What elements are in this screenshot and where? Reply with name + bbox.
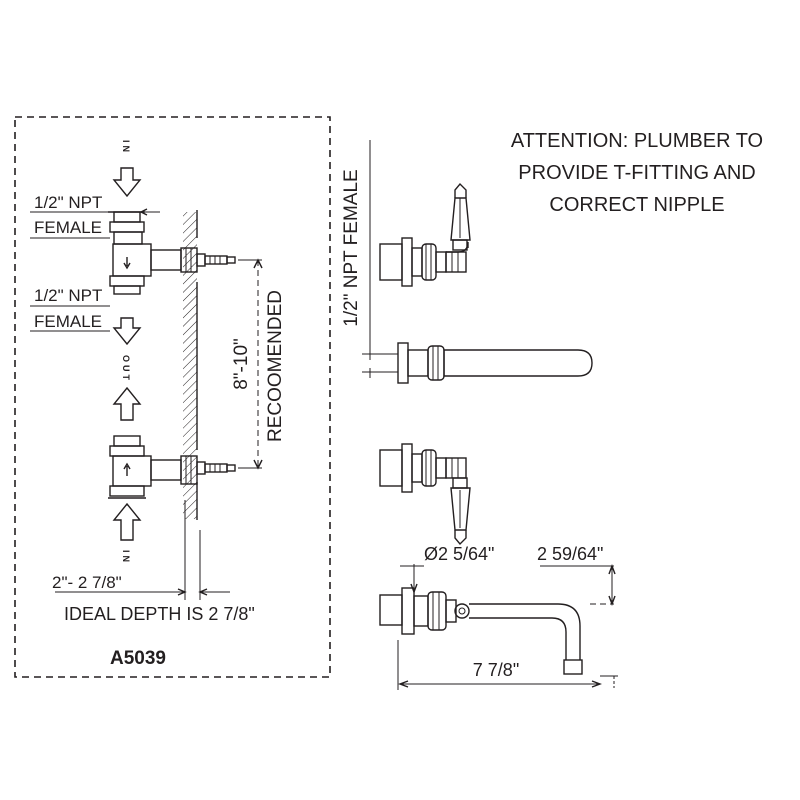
model-number: A5039 [110,648,166,669]
flow-arrows [112,167,142,541]
wall-section [183,210,201,600]
npt-mid-line1: 1/2" NPT [34,286,102,305]
bottom-handle-view [379,443,471,546]
spout-side-view [362,342,593,384]
npt-top-line2: FEMALE [34,218,102,237]
top-handle-view [379,182,471,287]
attention-line-2: PROVIDE T-FITTING AND [518,162,755,184]
valve-spacing-label: 8"-10" [231,338,252,390]
npt-vertical-label: 1/2" NPT FEMALE [341,169,362,326]
rough-in-dashed-border [14,116,331,678]
spout-top-dimensions [397,564,618,690]
attention-line-1: ATTENTION: PLUMBER TO [511,130,763,152]
in-label-top: IN [121,140,131,155]
depth-range-label: 2"- 2 7/8" [52,573,122,592]
spout-height-label: 2 59/64" [537,544,603,564]
depth-dimension [55,588,230,596]
flange-diameter-label: Ø2 5/64" [424,544,494,564]
npt-mid-line2: FEMALE [34,312,102,331]
npt-top-line1: 1/2" NPT [34,193,102,212]
valve-spacing-dimension [238,258,263,470]
spout-top-view [379,587,583,675]
out-label: OUT [121,355,131,383]
ideal-depth-label: IDEAL DEPTH IS 2 7/8" [64,604,255,624]
attention-line-3: CORRECT NIPPLE [549,194,724,216]
spout-length-label: 7 7/8" [473,660,519,680]
recommended-label: RECOOMENDED [265,290,286,442]
bottom-valve-body [108,435,236,499]
in-label-bottom: IN [121,550,131,565]
top-valve-body [108,211,236,295]
